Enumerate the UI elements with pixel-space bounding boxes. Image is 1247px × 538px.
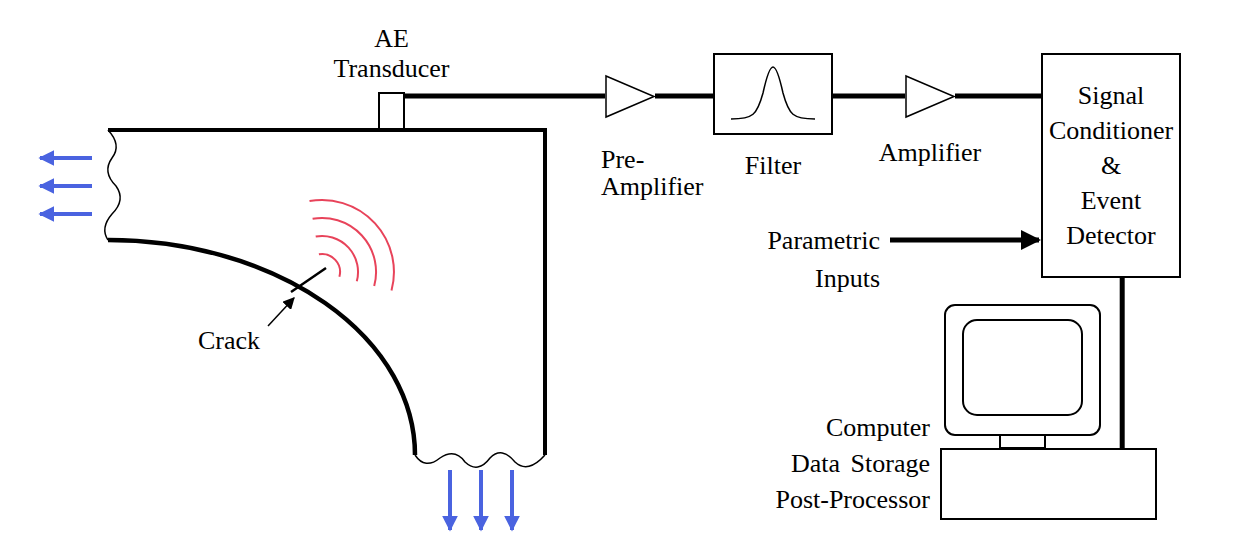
bandpass-symbol (715, 55, 831, 133)
signal-conditioner-box: Signal Conditioner & Event Detector (1041, 53, 1181, 278)
load-arrow (479, 470, 483, 530)
break-line (415, 453, 545, 467)
monitor-screen (963, 320, 1082, 415)
bell-curve (731, 67, 815, 119)
specimen-edge (108, 130, 545, 455)
filter-label: Filter (715, 151, 831, 181)
leader-line (268, 298, 294, 326)
transducer-label: AE Transducer (322, 24, 462, 84)
break-line (105, 130, 120, 240)
signal-cable (655, 94, 713, 99)
load-arrow (40, 212, 92, 216)
computer-label: Computer Data Storage Post-Processor (772, 410, 930, 518)
amplifier-triangle: Amplifier (905, 75, 955, 118)
load-arrow (40, 184, 92, 188)
specimen-curved-edge (108, 240, 415, 455)
wave-arc (310, 200, 394, 291)
load-arrow (40, 156, 92, 160)
triangle-outline (606, 76, 654, 117)
input-label: Parametric Inputs (730, 222, 880, 298)
preamplifier-label: Pre- Amplifier (601, 146, 713, 200)
preamplifier-triangle: Pre- Amplifier (605, 75, 655, 118)
amplifier-symbol (605, 75, 655, 118)
wave-arc (316, 236, 358, 281)
wave-arc (319, 254, 340, 277)
monitor-neck (1000, 435, 1045, 448)
conditioner-label: Signal Conditioner & Event Detector (1046, 78, 1176, 253)
triangle-outline (906, 76, 954, 117)
amplifier-label: Amplifier (865, 138, 995, 168)
signal-cable (1120, 278, 1125, 448)
signal-cable (833, 94, 905, 99)
filter-box: Filter (713, 53, 833, 135)
computer-base: Computer Data Storage Post-Processor (940, 448, 1157, 520)
signal-cable (405, 94, 605, 99)
monitor-case (945, 305, 1100, 435)
crack-line (291, 268, 326, 292)
wave-arc (313, 218, 376, 286)
transducer-box: AE Transducer (378, 92, 405, 130)
input-arrow (890, 238, 1039, 243)
load-arrow (448, 470, 452, 530)
amplifier-symbol (905, 75, 955, 118)
load-arrow (510, 470, 514, 530)
crack-label: Crack (198, 326, 278, 356)
signal-cable (955, 94, 1041, 99)
